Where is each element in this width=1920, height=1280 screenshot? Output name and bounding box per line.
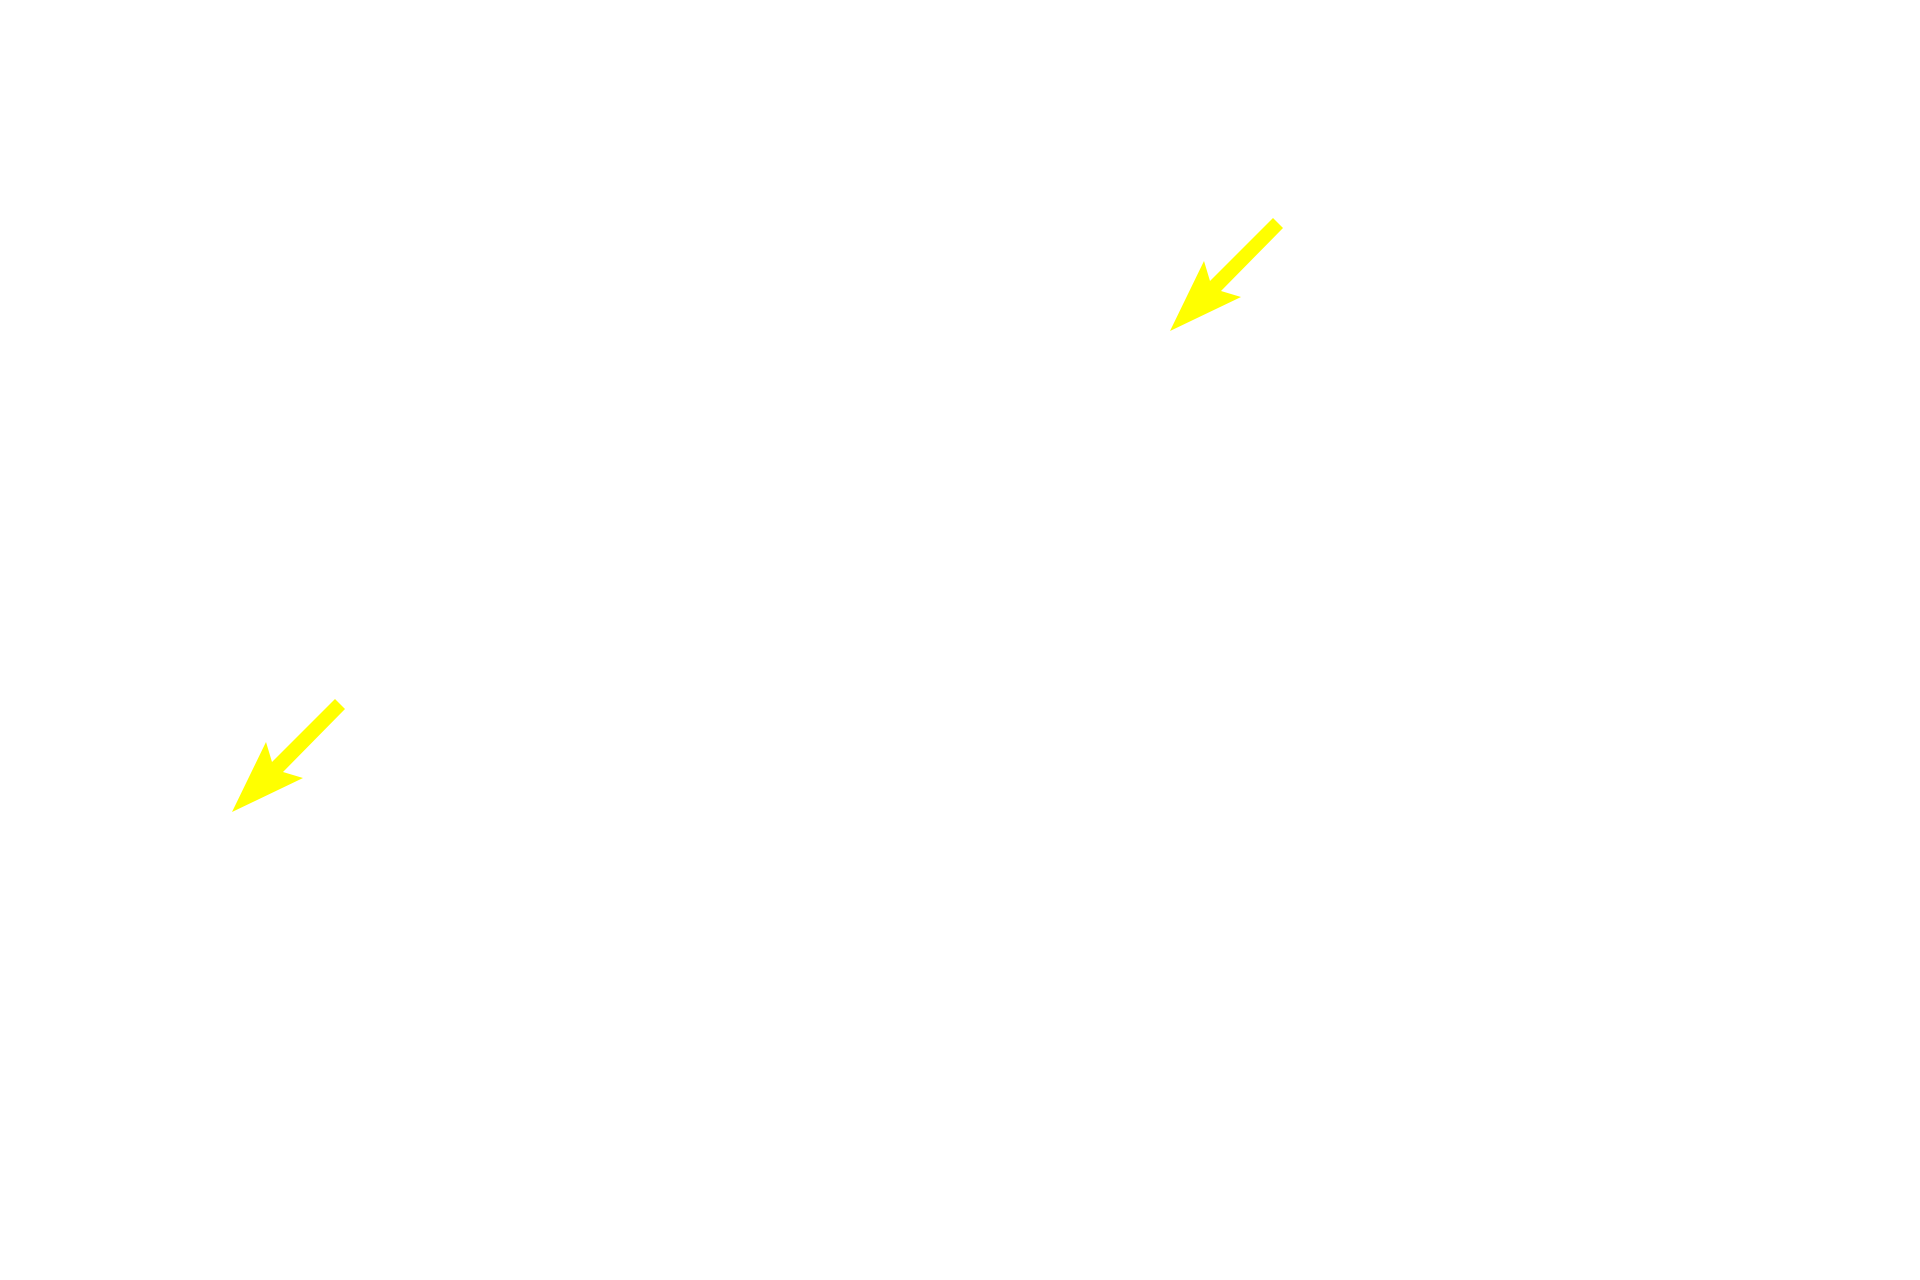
arrow-icon [232,699,345,812]
arrow-icon [1170,218,1283,331]
